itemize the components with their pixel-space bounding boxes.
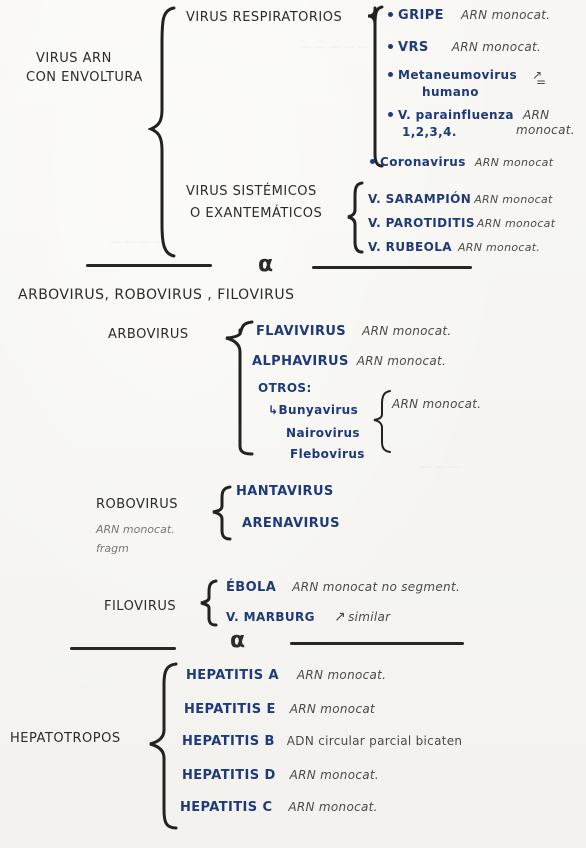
resp-item-gripe: GRIPE ARN monocat. (388, 6, 550, 22)
equals-mark: = (536, 75, 547, 89)
otros-item-bunyavirus: ↳Bunyavirus (268, 403, 359, 417)
filovirus-label: FILOVIRUS (104, 599, 177, 614)
section1-brace (148, 6, 176, 258)
hepatotropos-brace (149, 662, 178, 830)
bullet-icon (388, 112, 393, 117)
virus-sistemicos-label: VIRUS SISTÉMICOS O EXANTEMÁTICOS (186, 184, 323, 221)
separator-line-left (70, 647, 176, 650)
filovirus-brace (200, 579, 218, 627)
resp-item-coronavirus: Coronavirus ARN monocat (370, 153, 553, 169)
otros-item-flebovirus: Flebovirus (290, 447, 365, 461)
bullet-icon (388, 44, 393, 49)
otros-brace (373, 390, 391, 453)
separator-line-right (290, 642, 464, 645)
separator-line-right (312, 266, 472, 269)
otros-note: ARN monocat. (392, 397, 482, 411)
label-line-2: CON ENVOLTURA (26, 70, 143, 85)
arbovirus-label: ARBOVIRUS (108, 327, 189, 342)
resp-item-vrs: VRS ARN monocat. (388, 38, 541, 54)
otros-item-nairovirus: Nairovirus (286, 426, 360, 440)
otros-label: OTROS: (258, 381, 312, 395)
arrow-up-icon: ↗ (532, 68, 543, 82)
separator-alpha: α (230, 628, 246, 653)
arbovirus-brace (225, 320, 254, 456)
robovirus-label: ROBOVIRUS (96, 497, 178, 512)
bullet-icon (388, 72, 393, 77)
bullet-icon (388, 12, 393, 17)
resp-item-metaneumovirus: Metaneumovirus ↗ humano (388, 66, 542, 98)
bullet-icon (370, 159, 375, 164)
virus-arn-envoltura-label: VIRUS ARN CON ENVOLTURA (26, 52, 143, 84)
arrow-up-icon: ↗ (334, 609, 347, 625)
resp-item-parainfluenza: V. parainfluenza ARN 1,2,3,4. (388, 106, 549, 138)
separator-line-left (86, 264, 212, 267)
hepatotropos-label: HEPATOTROPOS (10, 731, 121, 746)
robo-item-arenavirus: ARENAVIRUS (242, 516, 340, 531)
respiratorios-brace (367, 5, 384, 168)
section2-heading: ARBOVIRUS, ROBOVIRUS , FILOVIRUS (18, 287, 295, 303)
label-line-1: VIRUS ARN (36, 51, 112, 66)
robovirus-brace (212, 485, 232, 541)
separator-alpha: α (258, 252, 274, 277)
virus-respiratorios-label: VIRUS RESPIRATORIOS (186, 10, 343, 25)
filo-item-marburg: V. MARBURG ↗similar (226, 609, 391, 625)
robo-item-hantavirus: HANTAVIRUS (236, 484, 334, 499)
robovirus-note: ARN monocat. fragm (96, 523, 175, 555)
sistemicos-brace (347, 181, 364, 254)
